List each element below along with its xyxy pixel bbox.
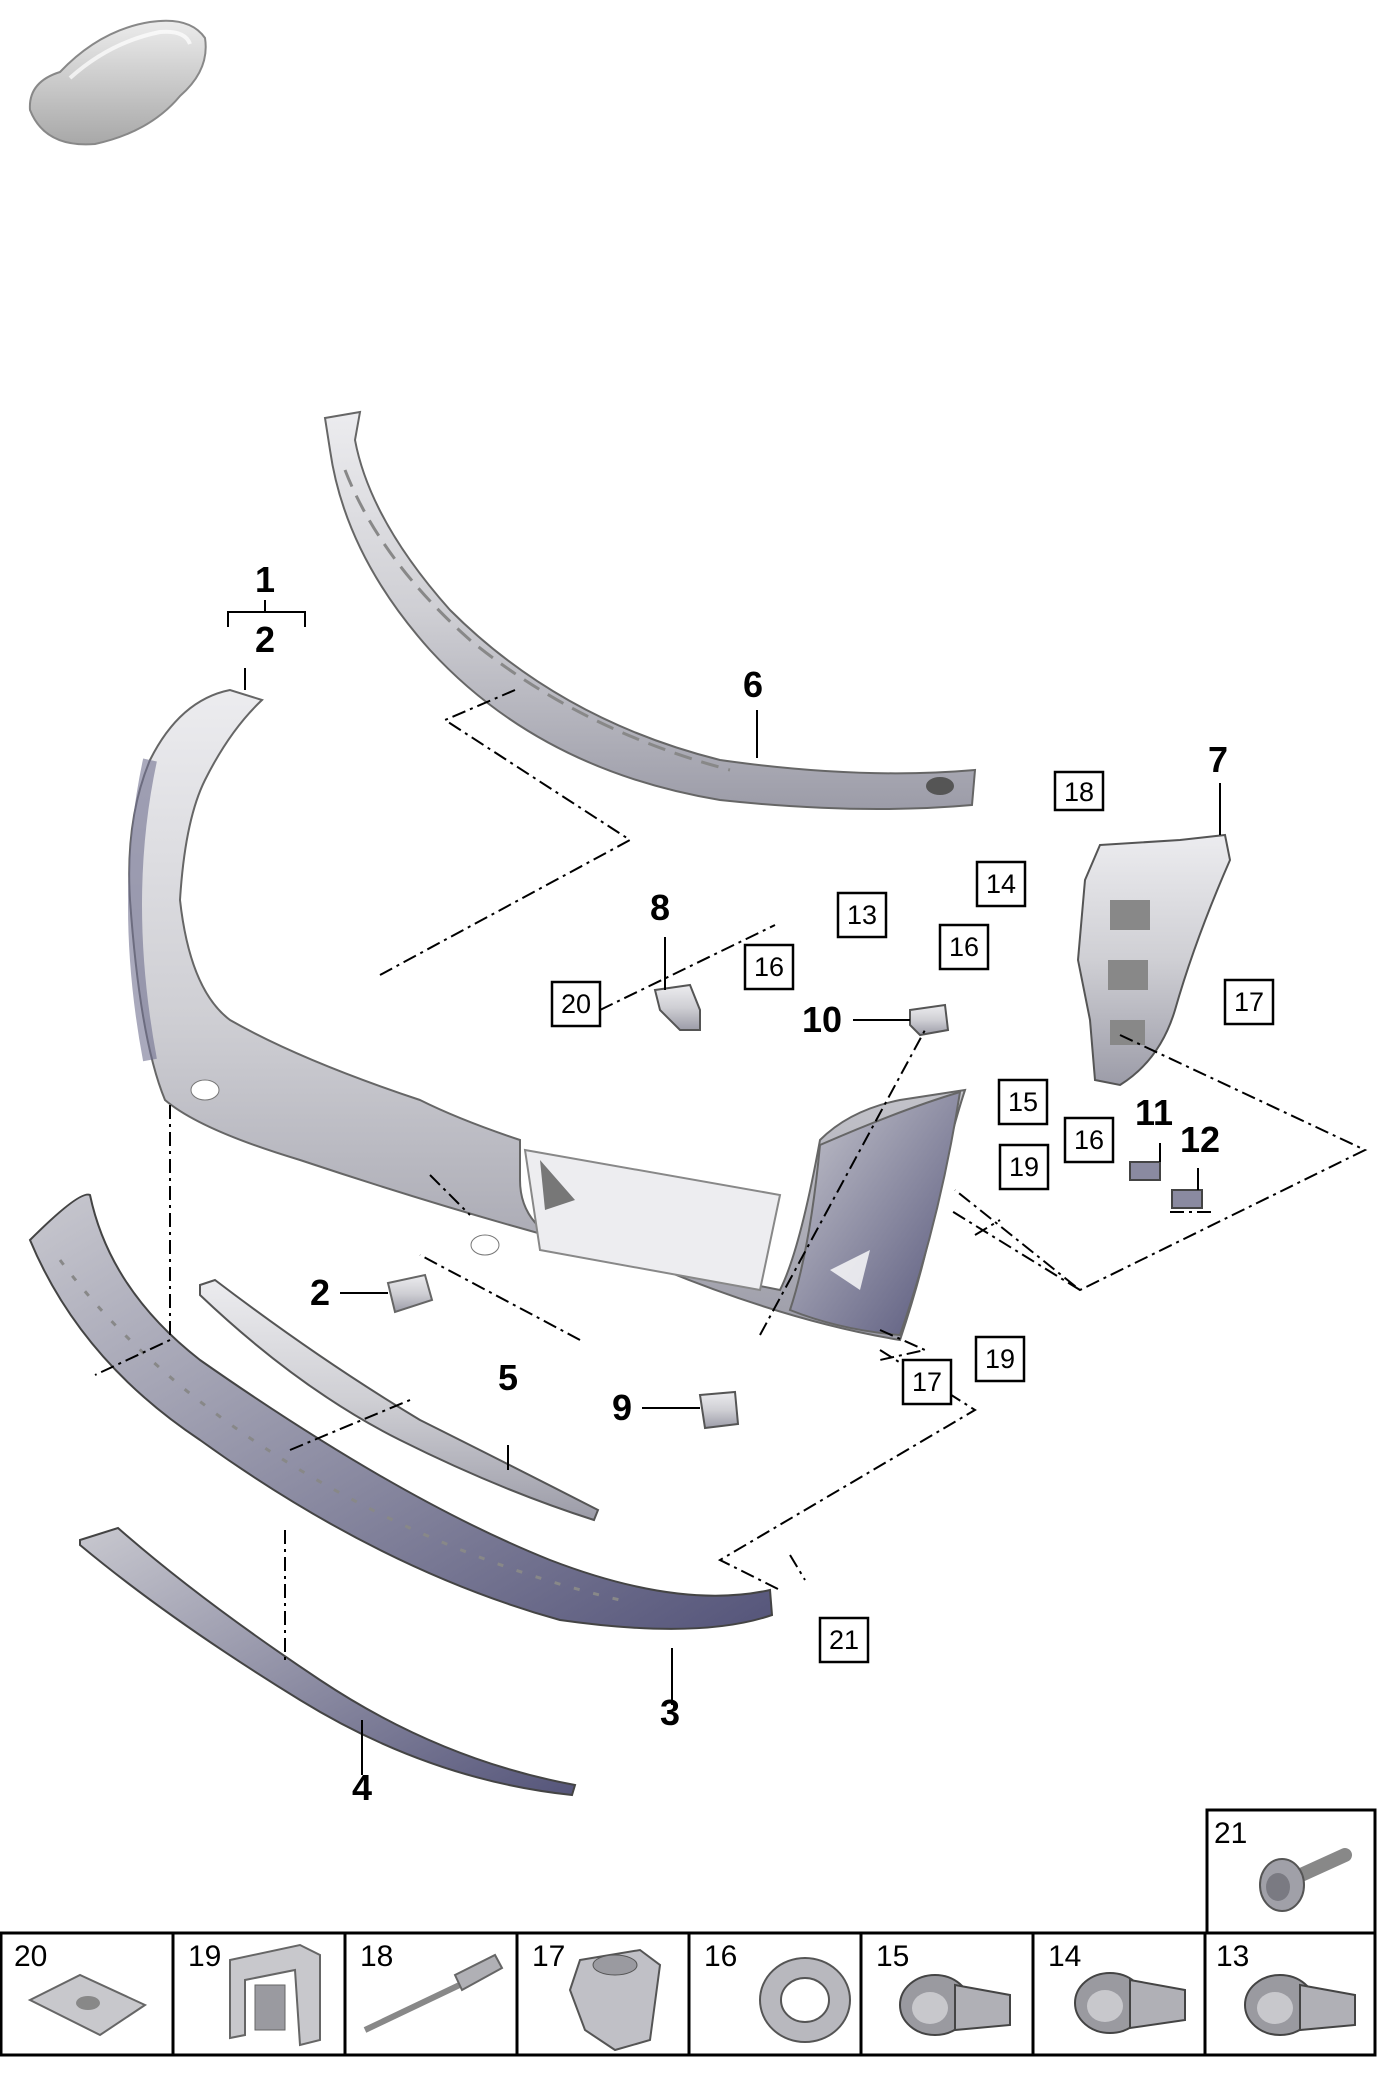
svg-text:19: 19 bbox=[188, 1940, 221, 1973]
legend-cell-20: 20 bbox=[14, 1940, 148, 2037]
callout-7: 7 bbox=[1208, 739, 1228, 780]
callout-10: 10 bbox=[802, 999, 842, 1040]
svg-text:17: 17 bbox=[532, 1940, 565, 1973]
fastener-callouts: 18 14 13 16 16 20 17 15 16 19 19 17 21 bbox=[550, 770, 1275, 1664]
boxed-callout-20: 20 bbox=[550, 980, 602, 1028]
svg-text:20: 20 bbox=[14, 1940, 47, 1973]
blind-rivet-icon bbox=[363, 1953, 504, 2033]
boxed-callout-19-a: 19 bbox=[998, 1143, 1050, 1191]
boxed-callout-15: 15 bbox=[997, 1078, 1049, 1126]
grille-strip-part bbox=[199, 1278, 600, 1522]
svg-text:15: 15 bbox=[876, 1940, 909, 1973]
boxed-callout-19-b: 19 bbox=[974, 1335, 1026, 1383]
clip-part-12 bbox=[1171, 1189, 1203, 1209]
bracket-clip-icon bbox=[229, 1943, 321, 2047]
front-spoiler-part bbox=[28, 1193, 774, 1630]
svg-text:18: 18 bbox=[1064, 777, 1094, 807]
bumper-cover-part bbox=[128, 688, 967, 1342]
side-bracket-part bbox=[1076, 833, 1232, 1087]
svg-text:21: 21 bbox=[829, 1625, 859, 1655]
sensor-holder-lower-part bbox=[698, 1390, 740, 1430]
svg-text:19: 19 bbox=[1009, 1152, 1039, 1182]
callout-11: 11 bbox=[1135, 1092, 1173, 1133]
leader-lines bbox=[227, 600, 1221, 1775]
speed-nut-clip-icon bbox=[27, 1973, 148, 2037]
callout-8: 8 bbox=[650, 887, 670, 928]
callout-9: 9 bbox=[612, 1387, 632, 1428]
fastener-legend: 20 19 18 17 bbox=[0, 1808, 1377, 2057]
callout-6: 6 bbox=[743, 664, 763, 705]
legend-cell-17: 17 bbox=[532, 1940, 662, 2052]
svg-text:20: 20 bbox=[561, 989, 591, 1019]
legend-cell-15: 15 bbox=[876, 1940, 1011, 2036]
assembly-lines bbox=[94, 689, 1368, 1660]
part-callouts: 1 2 6 7 8 10 11 12 2 5 9 3 4 bbox=[255, 559, 1228, 1808]
callout-5: 5 bbox=[498, 1357, 518, 1398]
callout-2-lower: 2 bbox=[310, 1272, 330, 1313]
svg-text:16: 16 bbox=[949, 932, 979, 962]
clip-part-11 bbox=[1129, 1161, 1161, 1181]
parking-sensor-icon bbox=[899, 1974, 1011, 2036]
boxed-callout-17-b: 17 bbox=[901, 1358, 953, 1406]
lower-trim-strip-part bbox=[79, 1526, 577, 1797]
parking-sensor-icon bbox=[1074, 1972, 1186, 2034]
svg-text:21: 21 bbox=[1214, 1817, 1247, 1850]
parking-sensor-icon bbox=[1244, 1974, 1356, 2036]
boxed-callout-18: 18 bbox=[1053, 770, 1105, 812]
callout-12: 12 bbox=[1180, 1119, 1220, 1160]
boxed-callout-14: 14 bbox=[975, 860, 1027, 908]
boxed-callout-21: 21 bbox=[818, 1616, 870, 1664]
svg-text:19: 19 bbox=[985, 1344, 1015, 1374]
impact-absorber-part bbox=[323, 410, 977, 810]
svg-text:16: 16 bbox=[704, 1940, 737, 1973]
svg-text:14: 14 bbox=[1048, 1940, 1081, 1973]
callout-4: 4 bbox=[352, 1767, 372, 1808]
legend-cell-14: 14 bbox=[1048, 1940, 1186, 2034]
boxed-callout-16-b: 16 bbox=[938, 923, 990, 971]
svg-text:15: 15 bbox=[1008, 1087, 1038, 1117]
legend-cell-16: 16 bbox=[704, 1940, 851, 2043]
svg-text:18: 18 bbox=[360, 1940, 393, 1973]
svg-text:14: 14 bbox=[986, 869, 1016, 899]
boxed-callout-16-a: 16 bbox=[743, 943, 795, 991]
mounting-bracket-part bbox=[653, 983, 701, 1031]
legend-cell-18: 18 bbox=[360, 1940, 504, 2033]
svg-text:17: 17 bbox=[1234, 987, 1264, 1017]
boxed-callout-13: 13 bbox=[836, 891, 888, 939]
boxed-callout-17-a: 17 bbox=[1223, 978, 1275, 1026]
legend-cell-21: 21 bbox=[1214, 1817, 1352, 1912]
svg-text:13: 13 bbox=[1216, 1940, 1249, 1973]
legend-cell-19: 19 bbox=[188, 1940, 321, 2047]
legend-cell-13: 13 bbox=[1216, 1940, 1356, 2036]
svg-text:13: 13 bbox=[847, 900, 877, 930]
sensor-holder-part bbox=[909, 1003, 950, 1037]
callout-2-top: 2 bbox=[255, 619, 275, 660]
towing-eye-cover-part bbox=[386, 1273, 434, 1314]
expansion-clip-icon bbox=[568, 1948, 662, 2052]
callout-1: 1 bbox=[255, 559, 275, 600]
svg-text:17: 17 bbox=[912, 1367, 942, 1397]
svg-text:16: 16 bbox=[754, 952, 784, 982]
vehicle-thumbnail-icon bbox=[28, 19, 207, 146]
sensor-retaining-ring-icon bbox=[759, 1957, 851, 2043]
svg-text:16: 16 bbox=[1074, 1125, 1104, 1155]
boxed-callout-16-c: 16 bbox=[1063, 1116, 1115, 1164]
callout-3: 3 bbox=[660, 1692, 680, 1733]
torx-bolt-icon bbox=[1259, 1848, 1352, 1912]
